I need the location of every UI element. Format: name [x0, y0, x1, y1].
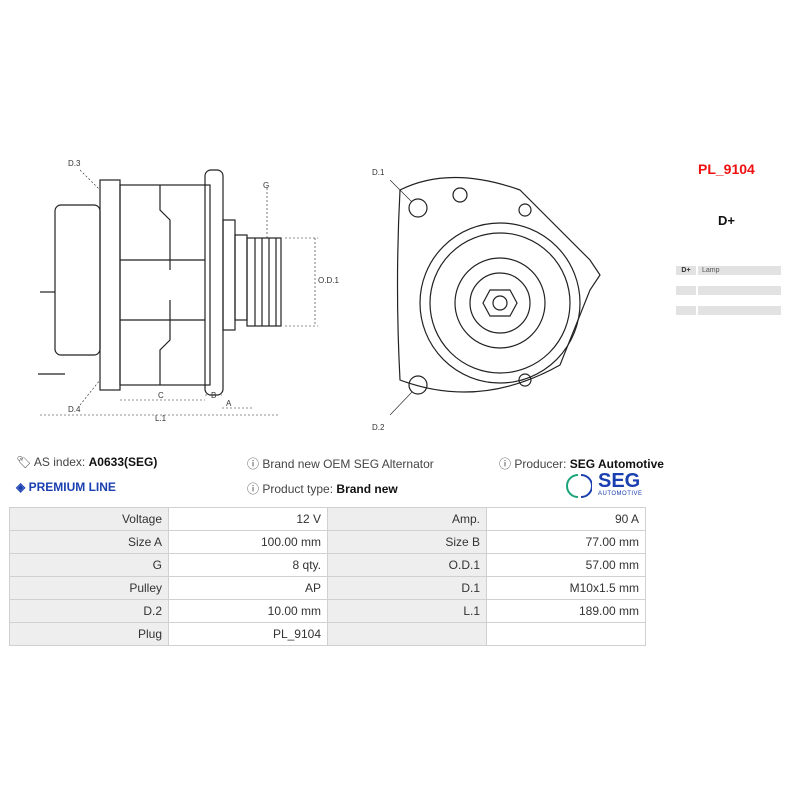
spec-label: Size B: [327, 530, 487, 554]
spec-label: O.D.1: [327, 553, 487, 577]
plug-title: D+: [718, 213, 735, 228]
label-d2: D.2: [372, 423, 385, 432]
pin-desc: Lamp: [698, 266, 781, 275]
info-icon: ⓘ: [247, 482, 260, 496]
pin-name: [676, 286, 696, 295]
spec-value: 77.00 mm: [486, 530, 646, 554]
spec-label: L.1: [327, 599, 487, 623]
label-b: B: [211, 391, 216, 400]
spec-label: Pulley: [9, 576, 169, 600]
pin-row: D+Lamp: [676, 266, 781, 275]
premium-line: ◈ PREMIUM LINE: [16, 480, 116, 494]
spec-value: 100.00 mm: [168, 530, 328, 554]
spec-value: 10.00 mm: [168, 599, 328, 623]
product-type: ⓘ Product type: Brand new: [247, 480, 398, 497]
as-index-value: A0633(SEG): [88, 455, 158, 469]
label-g: G: [263, 181, 269, 190]
spec-value: 8 qty.: [168, 553, 328, 577]
label-od1: O.D.1: [318, 276, 339, 285]
spec-label: D.2: [9, 599, 169, 623]
front-view: [389, 176, 601, 416]
spec-value: PL_9104: [168, 622, 328, 646]
pulley: [246, 237, 282, 327]
spec-label: [327, 622, 487, 646]
tags-icon: 🏷: [16, 455, 32, 469]
description-text: Brand new OEM SEG Alternator: [262, 457, 434, 471]
side-view: [38, 169, 318, 416]
product-type-label: Product type:: [262, 482, 334, 496]
product-type-value: Brand new: [336, 482, 398, 496]
label-l1: L.1: [155, 414, 167, 423]
spec-value: 57.00 mm: [486, 553, 646, 577]
info-icon: ⓘ: [499, 457, 512, 471]
label-a: A: [226, 399, 232, 408]
spec-label: D.1: [327, 576, 487, 600]
spec-value: AP: [168, 576, 328, 600]
spec-label: Plug: [9, 622, 169, 646]
spec-value: [486, 622, 646, 646]
as-index-label: AS index:: [33, 455, 86, 469]
spec-label: Size A: [9, 530, 169, 554]
pin-row: [676, 306, 781, 315]
spec-label: Voltage: [9, 507, 169, 531]
as-index: 🏷 AS index: A0633(SEG): [16, 455, 157, 469]
label-d1: D.1: [372, 168, 385, 177]
pin-name: [676, 306, 696, 315]
pin-desc: [698, 306, 781, 315]
alternator-drawing: D.3 G O.D.1 D.4 C B A L.1 D.1 D.2: [38, 159, 601, 432]
seg-logo: SEG AUTOMOTIVE: [566, 470, 650, 500]
label-d3: D.3: [68, 159, 81, 168]
spec-value: 90 A: [486, 507, 646, 531]
plug-code: PL_9104: [698, 161, 755, 177]
pin-name: D+: [676, 266, 696, 275]
premium-label: PREMIUM LINE: [28, 480, 116, 494]
producer-value: SEG Automotive: [569, 457, 664, 471]
spec-value: 12 V: [168, 507, 328, 531]
spec-label: G: [9, 553, 169, 577]
spec-value: M10x1.5 mm: [486, 576, 646, 600]
spec-value: 189.00 mm: [486, 599, 646, 623]
spec-label: Amp.: [327, 507, 487, 531]
label-c: C: [158, 391, 164, 400]
producer-label: Producer:: [514, 457, 567, 471]
description: ⓘ Brand new OEM SEG Alternator: [247, 455, 434, 472]
producer: ⓘ Producer: SEG Automotive: [499, 455, 664, 472]
info-icon: ⓘ: [247, 457, 260, 471]
label-d4: D.4: [68, 405, 81, 414]
diamond-icon: ◈: [16, 480, 26, 494]
pin-desc: [698, 286, 781, 295]
pin-row: [676, 286, 781, 295]
